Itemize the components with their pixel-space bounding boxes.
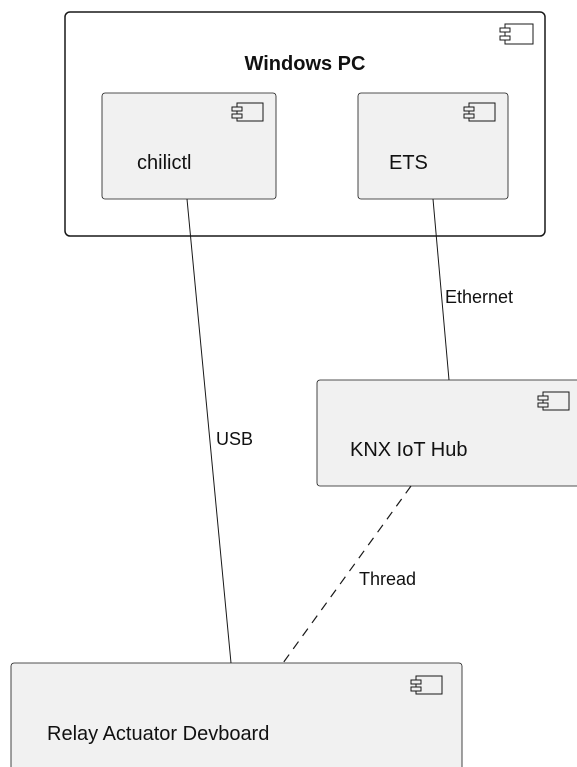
usb-connection-line [186,198,232,664]
ets-label: ETS [389,152,428,174]
component-icon [537,391,570,411]
component-icon [231,102,264,122]
ethernet-connection-line [432,198,450,381]
chilictl-label: chilictl [137,152,191,174]
ethernet-label: Ethernet [445,287,513,307]
component-icon [499,23,534,45]
knx-iot-hub-label: KNX IoT Hub [350,439,467,461]
knx-iot-hub-component: KNX IoT Hub [316,379,577,487]
relay-actuator-devboard-component: Relay Actuator Devboard [10,662,463,767]
thread-label: Thread [359,569,416,589]
ets-component: ETS [357,92,509,200]
windows-pc-title: Windows PC [245,53,366,75]
chilictl-component: chilictl [101,92,277,200]
relay-actuator-devboard-label: Relay Actuator Devboard [47,723,269,745]
component-icon [463,102,496,122]
thread-connection-line [282,485,412,664]
component-icon [410,675,443,695]
usb-label: USB [216,429,253,449]
